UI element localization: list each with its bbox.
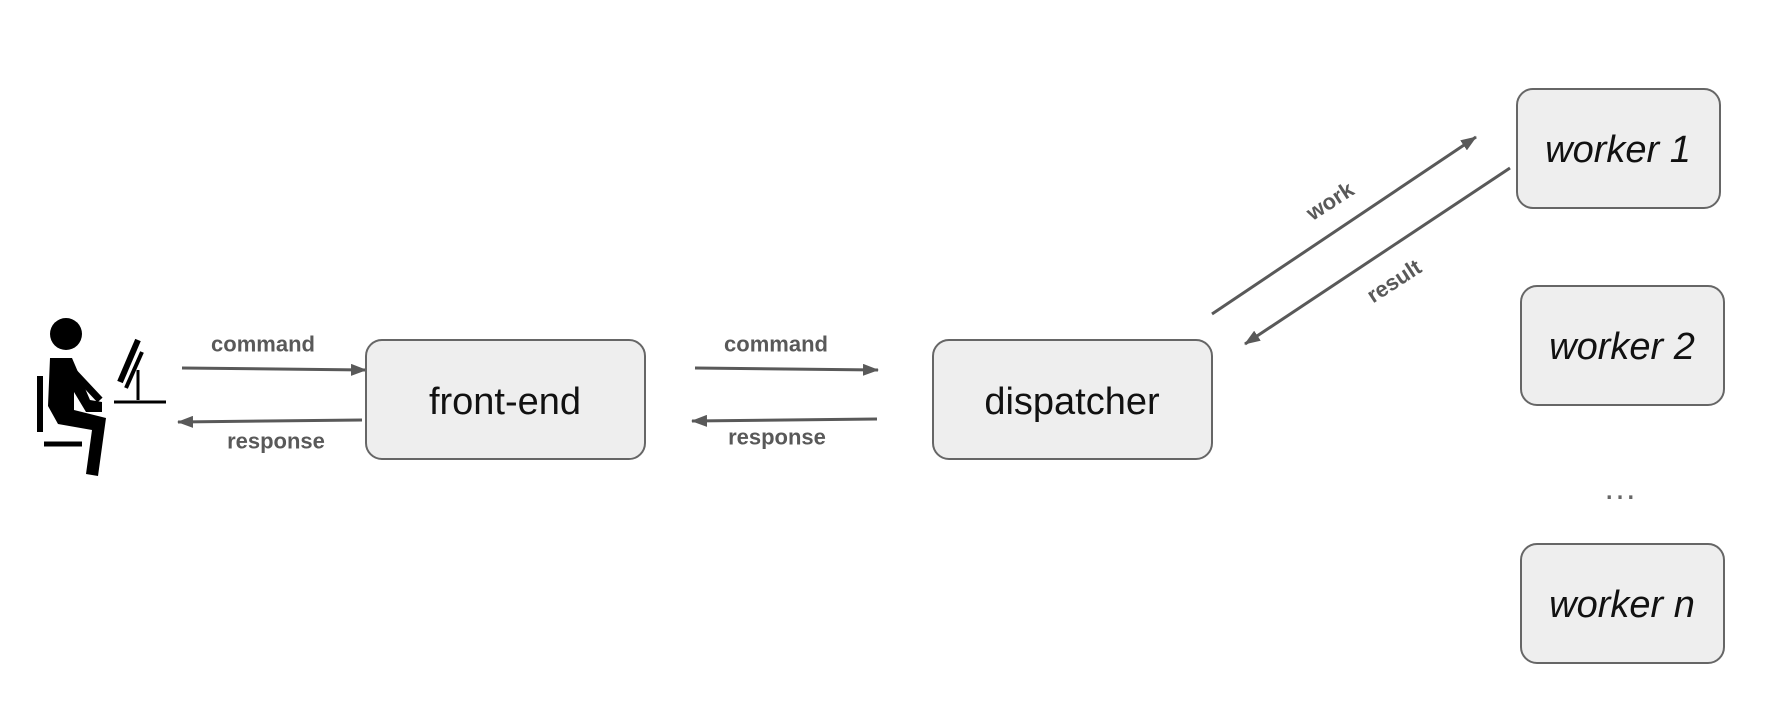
edge-label-response-2: response [728, 425, 826, 450]
frontend-label: front-end [429, 381, 581, 423]
edge-label-command-1: command [211, 332, 315, 357]
edge-label-response-1: response [227, 429, 325, 454]
edge-label-work: work [1301, 176, 1359, 226]
worker-2-label: worker 2 [1549, 326, 1695, 368]
edge-frontend-to-user [177, 415, 363, 428]
person-at-computer-icon [37, 318, 166, 476]
edge-dispatcher-to-frontend [691, 414, 878, 427]
frontend-node: front-end [365, 339, 646, 460]
dispatcher-node: dispatcher [932, 339, 1213, 460]
edge-worker-to-dispatcher [1244, 166, 1511, 346]
worker-1-node: worker 1 [1516, 88, 1721, 209]
worker-n-node: worker n [1520, 543, 1725, 664]
edge-dispatcher-to-worker [1211, 135, 1477, 316]
worker-1-label: worker 1 [1545, 129, 1691, 171]
dispatcher-label: dispatcher [984, 381, 1160, 423]
worker-2-node: worker 2 [1520, 285, 1725, 406]
edge-label-result: result [1362, 254, 1426, 308]
edge-user-to-frontend [181, 363, 367, 376]
more-workers-ellipsis: … [1603, 469, 1637, 507]
worker-n-label: worker n [1549, 584, 1695, 626]
edge-label-command-2: command [724, 332, 828, 357]
edge-frontend-to-dispatcher [694, 363, 879, 376]
